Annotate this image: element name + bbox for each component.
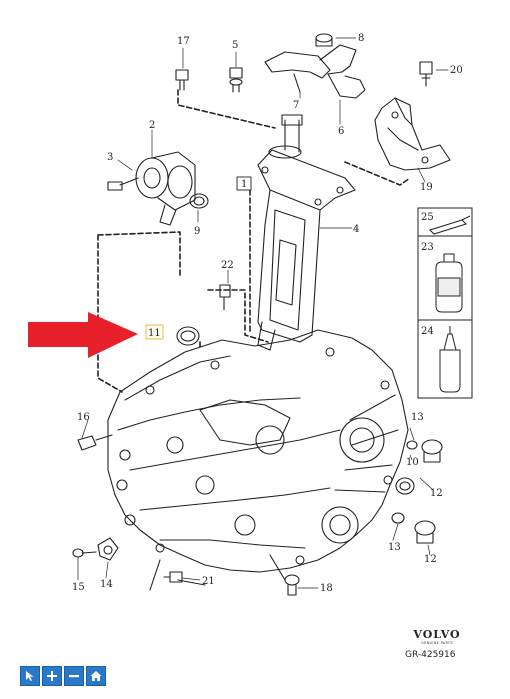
bolt-18 [284, 574, 300, 596]
callout-9: 9 [194, 226, 200, 237]
callout-8: 8 [358, 33, 364, 44]
callout-5: 5 [232, 40, 238, 51]
gearbox-housing [107, 329, 409, 591]
shift-fork [264, 33, 366, 99]
brand-logo: VOLVO [413, 628, 461, 641]
viewer-toolbar [20, 666, 106, 688]
callout-24: 24 [421, 326, 434, 337]
callout-12-upper: 12 [430, 488, 443, 499]
callout-18: 18 [320, 583, 333, 594]
callout-12-lower: 12 [424, 554, 437, 565]
red-pointer-arrow [28, 312, 138, 358]
bolt-15 [72, 548, 97, 558]
sensor-16 [77, 434, 113, 451]
callout-2: 2 [149, 120, 155, 131]
callout-23: 23 [421, 242, 434, 253]
callout-19: 19 [420, 182, 433, 193]
seal-ring-9 [189, 193, 209, 209]
home-button[interactable] [86, 666, 106, 686]
zoom-in-button[interactable] [42, 666, 62, 686]
sealant-bottle-icon [439, 326, 461, 393]
assembly-dashed-lines [97, 89, 411, 393]
callout-17: 17 [177, 36, 190, 47]
drain-plug-lower [414, 520, 436, 544]
zoom-in-icon [47, 671, 57, 681]
release-bearing [107, 151, 196, 226]
callout-25: 25 [421, 212, 434, 223]
callout-11-highlight [145, 324, 164, 340]
callout-13-upper: 13 [411, 412, 424, 423]
callout-22: 22 [221, 260, 234, 271]
callout-3: 3 [107, 152, 113, 163]
callout-15: 15 [72, 582, 85, 593]
callout-1: 1 [241, 179, 247, 190]
callout-16: 16 [77, 412, 90, 423]
leader-lines [77, 37, 449, 589]
home-icon [90, 671, 102, 681]
shift-housing [257, 114, 356, 351]
seal-13-lower [391, 512, 405, 524]
callout-labels: 1 2 3 4 5 6 7 8 9 10 11 12 12 13 13 14 1… [72, 33, 463, 594]
pin-7 [293, 73, 301, 93]
bolt-21 [163, 571, 183, 583]
bolt-17 [175, 69, 189, 91]
drain-plug-upper [421, 439, 443, 463]
bolt-20 [419, 61, 433, 87]
seal-13-upper [406, 440, 418, 450]
oil-bottle-icon [435, 253, 463, 313]
select-tool-button[interactable] [20, 666, 40, 686]
callout-7: 7 [293, 100, 299, 111]
oil-seal-10 [395, 477, 415, 495]
callout-10: 10 [406, 457, 419, 468]
seal-ring-11 [176, 326, 200, 346]
cursor-select-icon [26, 671, 34, 681]
bracket [374, 97, 451, 171]
bolt-5 [229, 67, 243, 93]
switch-14 [97, 537, 119, 561]
zoom-out-icon [69, 675, 79, 678]
bolt-22 [219, 284, 231, 311]
callout-6: 6 [338, 126, 344, 137]
callout-13-lower: 13 [388, 542, 401, 553]
inset-box [417, 207, 473, 399]
zoom-out-button[interactable] [64, 666, 84, 686]
callout-20: 20 [450, 65, 463, 76]
callout-1-box [236, 176, 252, 191]
callout-4: 4 [353, 224, 359, 235]
diagram-reference: GR-425916 [405, 650, 456, 660]
callout-14: 14 [100, 579, 113, 590]
tube-icon [429, 215, 471, 235]
callout-21: 21 [202, 576, 215, 587]
brand-tagline: GENUINE PARTS [421, 641, 453, 645]
callout-11: 11 [148, 328, 161, 339]
